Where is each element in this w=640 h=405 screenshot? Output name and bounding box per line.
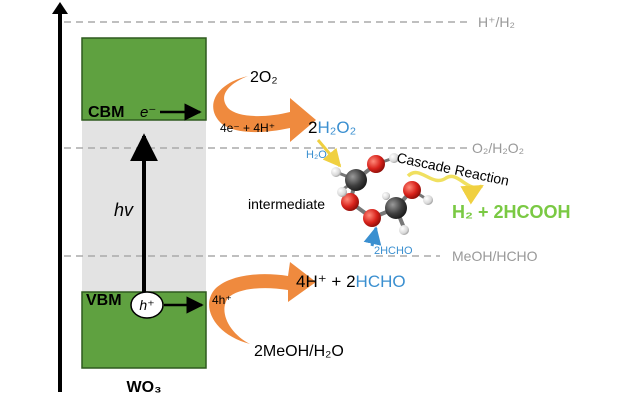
o2-h2o2-potential-label: O₂/H₂O₂ xyxy=(472,140,524,156)
vbm-label: VBM xyxy=(86,292,122,309)
h2o2-product-species: H₂O₂ xyxy=(317,118,356,137)
material-label: WO₃ xyxy=(127,379,162,396)
excitation-label: hv xyxy=(114,200,134,220)
meoh-hcho-potential-label: MeOH/HCHO xyxy=(452,248,538,264)
hcho-small-label: 2HCHO xyxy=(374,245,413,257)
hole-arrow-label: 4h⁺ xyxy=(212,293,232,307)
h-h2-potential-label: H⁺/H₂ xyxy=(478,14,515,30)
hcho-product-species: HCHO xyxy=(356,272,406,291)
electron-label: e⁻ xyxy=(140,104,156,121)
reduction-arrow-label: 4e⁻ + 4H⁺ xyxy=(220,121,275,135)
cbm-label: CBM xyxy=(88,104,124,121)
hcho-to-intermediate-arrow xyxy=(363,226,382,247)
energy-axis-arrowhead-icon xyxy=(52,2,68,14)
intermediate-molecule-model xyxy=(331,153,433,235)
cascade-wavy-arrow xyxy=(406,170,484,205)
hole-label: h⁺ xyxy=(139,297,154,313)
intermediate-label: intermediate xyxy=(248,196,325,212)
methanol-reactant-label: 2MeOH/H₂O xyxy=(254,343,344,360)
oxygen-reactant-label: 2O₂ xyxy=(250,69,278,86)
reduction-curved-arrow xyxy=(213,76,316,142)
final-product-label: H₂ + 2HCOOH xyxy=(452,202,571,222)
h2o2-product: 2H₂O₂ xyxy=(308,118,356,137)
hcho-product-prefix: 4H⁺ + 2 xyxy=(296,272,356,291)
hole-circle xyxy=(130,291,164,319)
hcho-product: 4H⁺ + 2HCHO xyxy=(296,272,406,291)
h2o2-to-intermediate-arrow xyxy=(316,139,342,168)
h2o2-product-coefficient: 2 xyxy=(308,118,317,137)
oxidation-curved-arrow xyxy=(209,262,316,344)
